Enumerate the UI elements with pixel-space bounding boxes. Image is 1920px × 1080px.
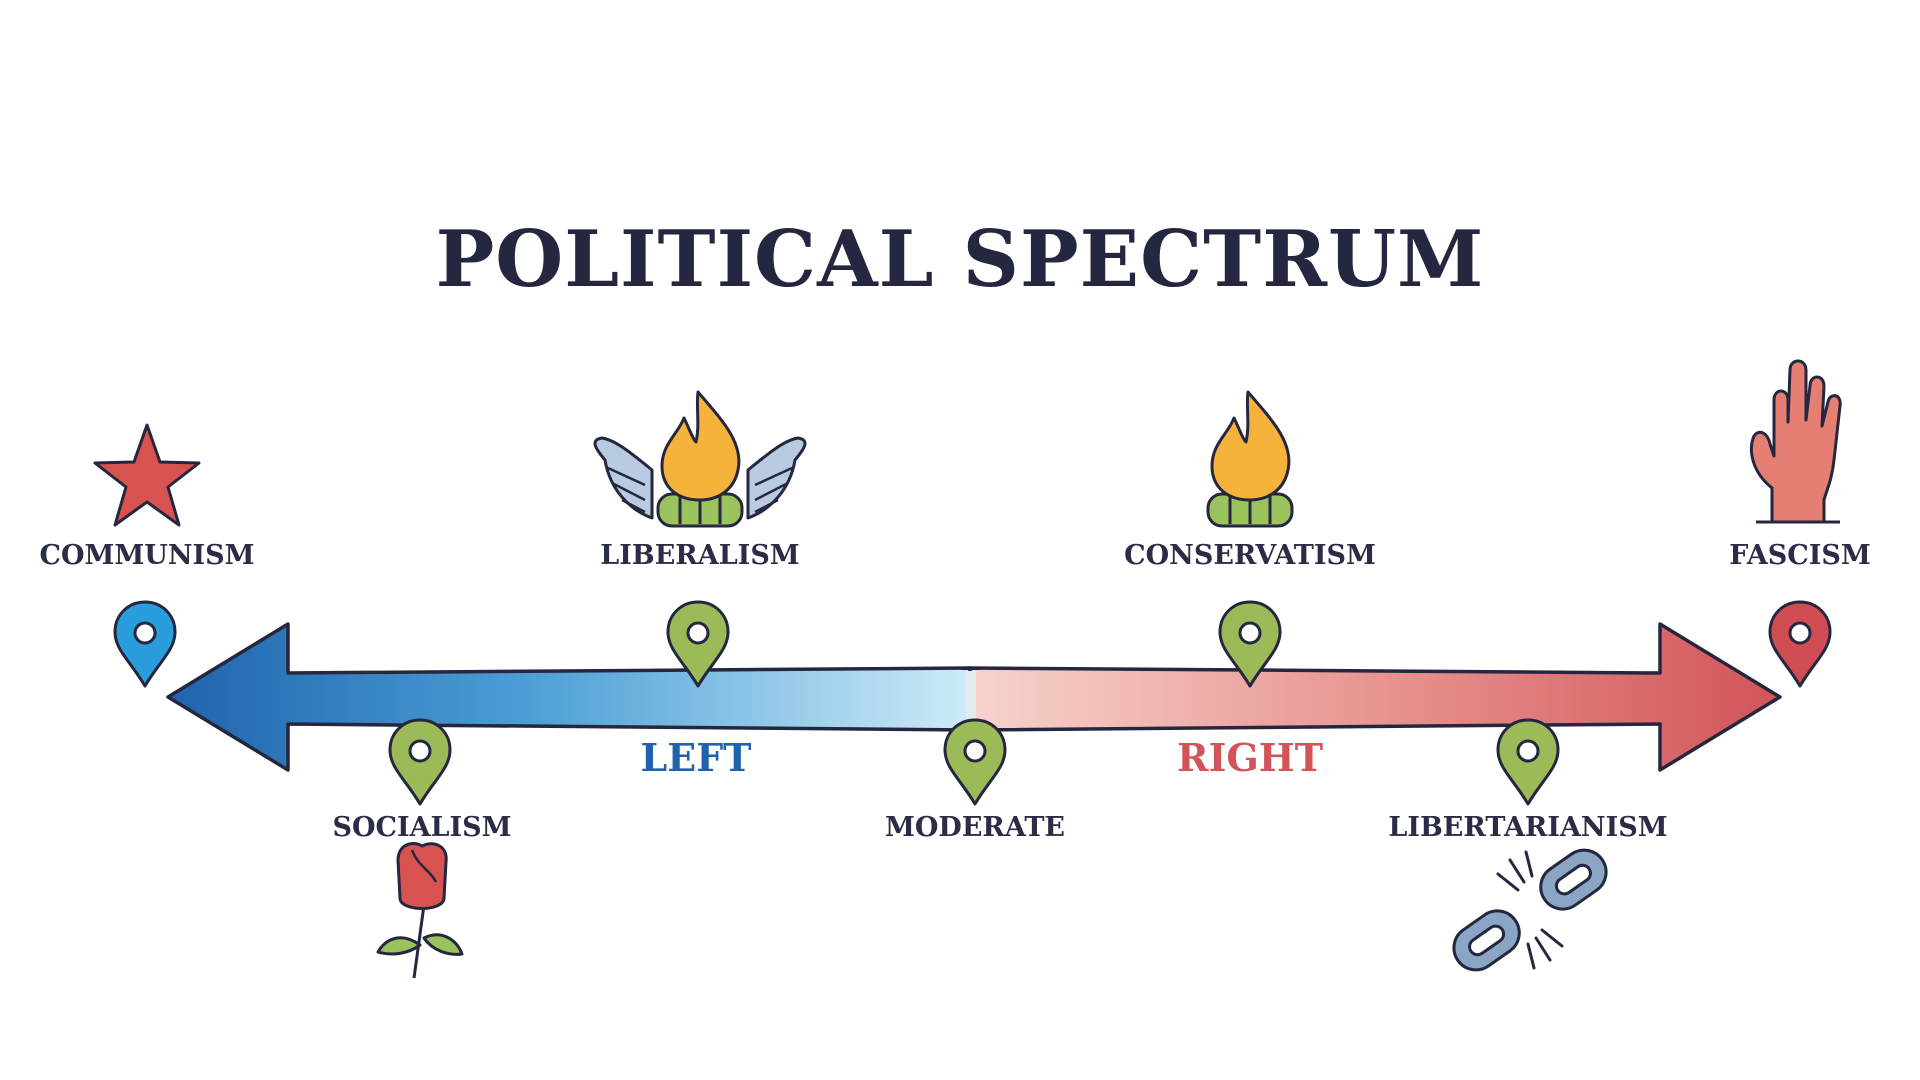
- pin-fascism: [1768, 600, 1832, 688]
- star-icon: [93, 423, 201, 527]
- label-moderate: MODERATE: [885, 812, 1065, 843]
- pin-communism: [113, 600, 177, 688]
- side-label-left: LEFT: [640, 735, 752, 780]
- label-libertarianism: LIBERTARIANISM: [1388, 812, 1668, 843]
- rose-icon: [376, 842, 464, 979]
- label-fascism: FASCISM: [1729, 540, 1871, 571]
- broken-chain-icon: [1452, 848, 1608, 972]
- flame-icon: [1206, 390, 1294, 528]
- pin-moderate: [943, 718, 1007, 806]
- pin-libertarianism: [1496, 718, 1560, 806]
- diagram-title: POLITICAL SPECTRUM: [435, 214, 1485, 305]
- winged-flame-icon: [593, 390, 807, 528]
- raised-hand-icon: [1749, 359, 1842, 524]
- label-conservatism: CONSERVATISM: [1124, 540, 1376, 571]
- side-label-right: RIGHT: [1177, 735, 1323, 780]
- label-liberalism: LIBERALISM: [600, 540, 800, 571]
- label-socialism: SOCIALISM: [332, 812, 512, 843]
- pin-socialism: [388, 718, 452, 806]
- left-arrow: [166, 622, 972, 772]
- right-arrow: [968, 622, 1782, 772]
- label-communism: COMMUNISM: [39, 540, 255, 571]
